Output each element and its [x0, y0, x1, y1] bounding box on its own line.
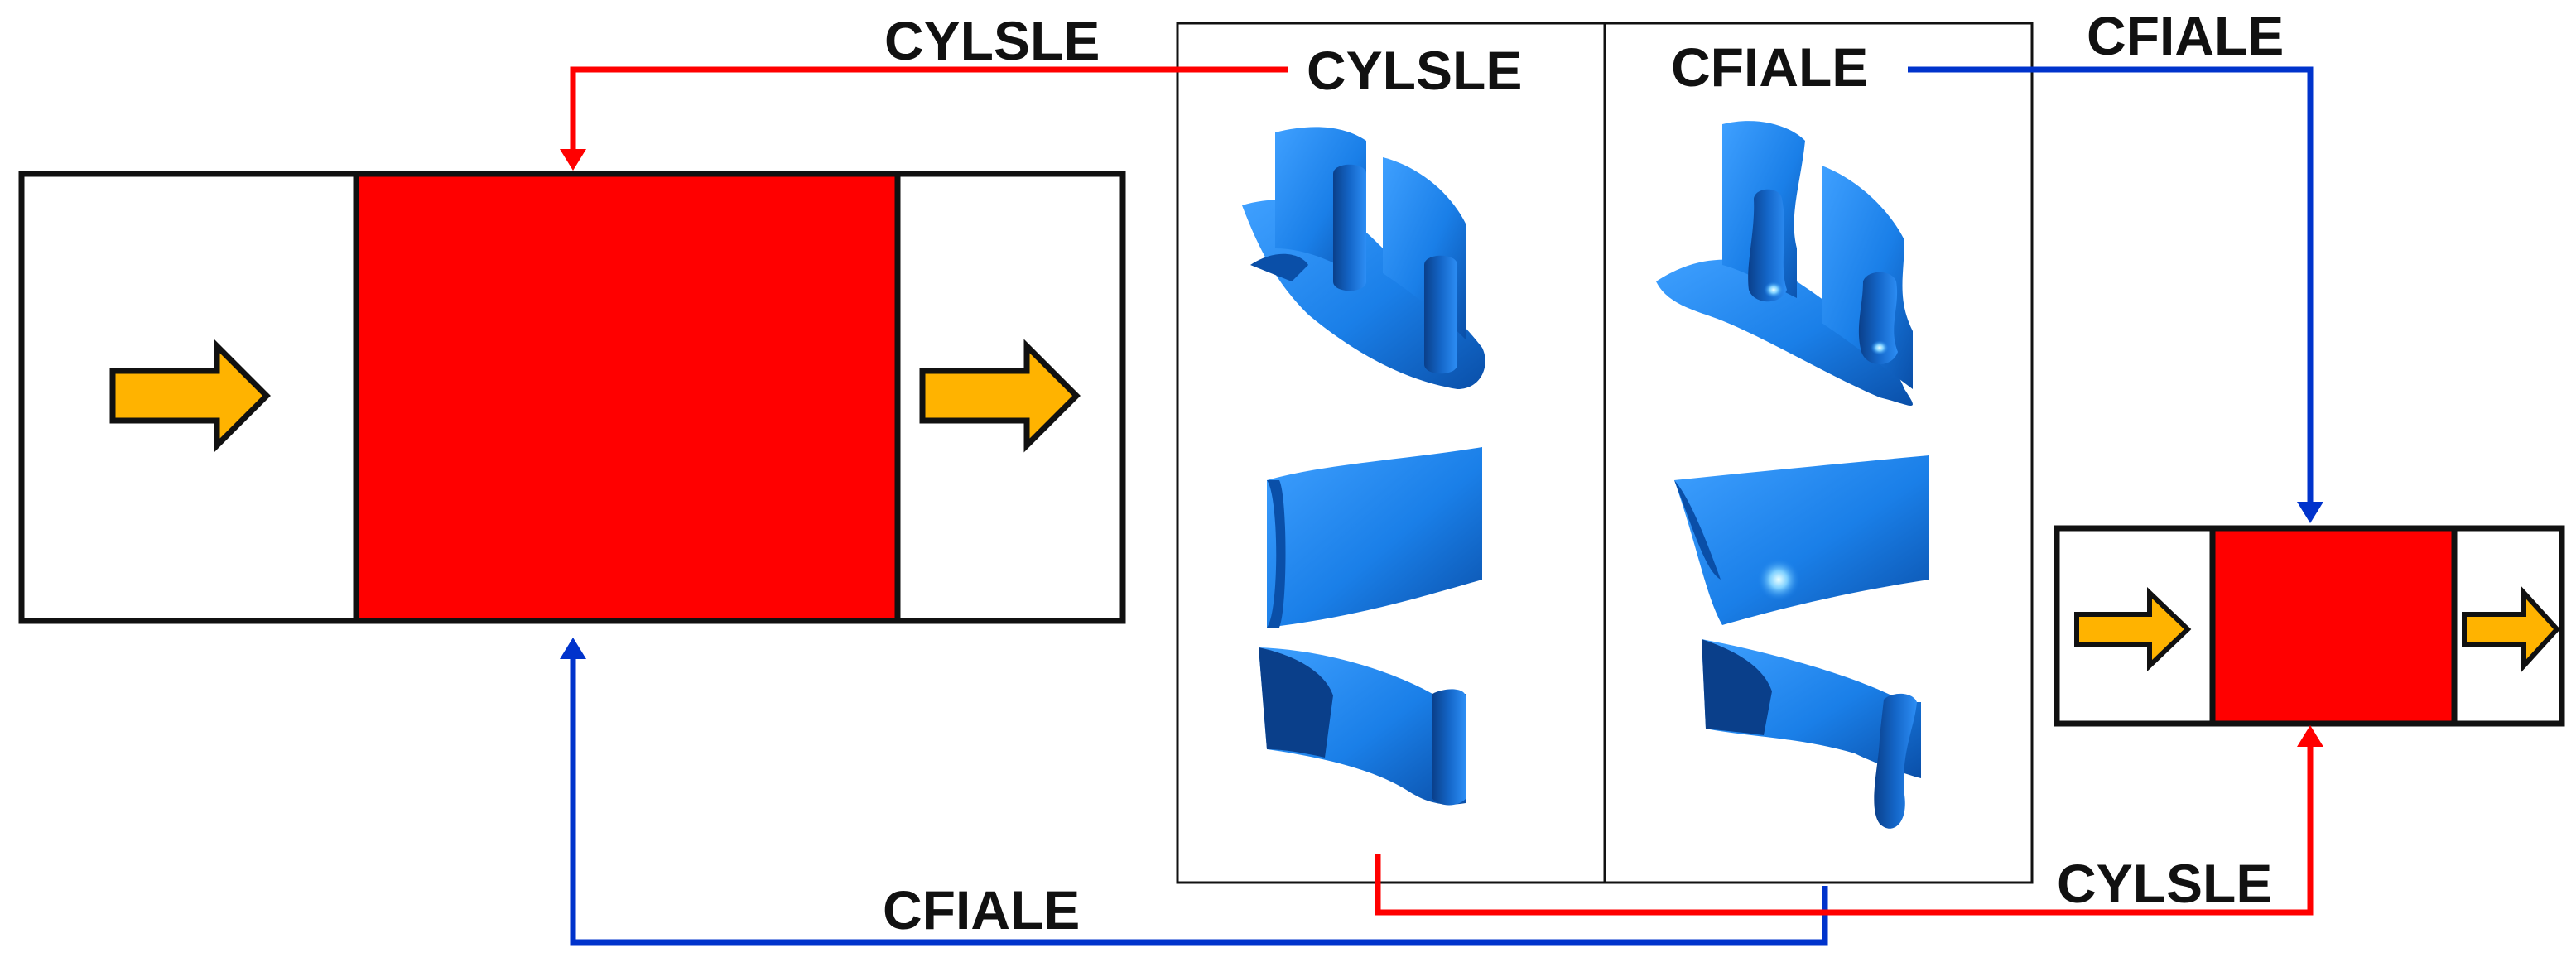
bottom-right-connector-label: CYLSLE: [2057, 853, 2272, 914]
large-red-block: [353, 171, 901, 624]
blade-surface-icon: [1242, 127, 1485, 389]
right-arrow-icon: [109, 339, 271, 453]
large-flow-unit: [18, 171, 1126, 624]
panel-right-title: CFIALE: [1671, 36, 1868, 98]
right-arrow-icon: [2074, 586, 2192, 672]
blade-surface-icon: [1702, 639, 1921, 829]
small-flow-unit: [2054, 525, 2565, 727]
top-right-connector-label: CFIALE: [2087, 5, 2284, 66]
blade-surface-icon: [1656, 121, 1913, 406]
connector-top-left: [560, 66, 1288, 171]
blade-surface-icon: [1267, 447, 1482, 628]
right-arrow-icon: [2462, 586, 2561, 672]
connector-top-right: [1908, 66, 2323, 523]
right-arrow-icon: [919, 339, 1081, 453]
small-red-block: [2209, 525, 2458, 727]
blade-surface-icon: [1674, 455, 1929, 625]
top-left-connector-label: CYLSLE: [884, 10, 1100, 71]
connector-bottom-right: [1375, 725, 2323, 916]
bottom-left-connector-label: CFIALE: [883, 879, 1080, 941]
blade-surface-icon: [1259, 647, 1466, 806]
panel-left-title: CYLSLE: [1307, 40, 1522, 101]
